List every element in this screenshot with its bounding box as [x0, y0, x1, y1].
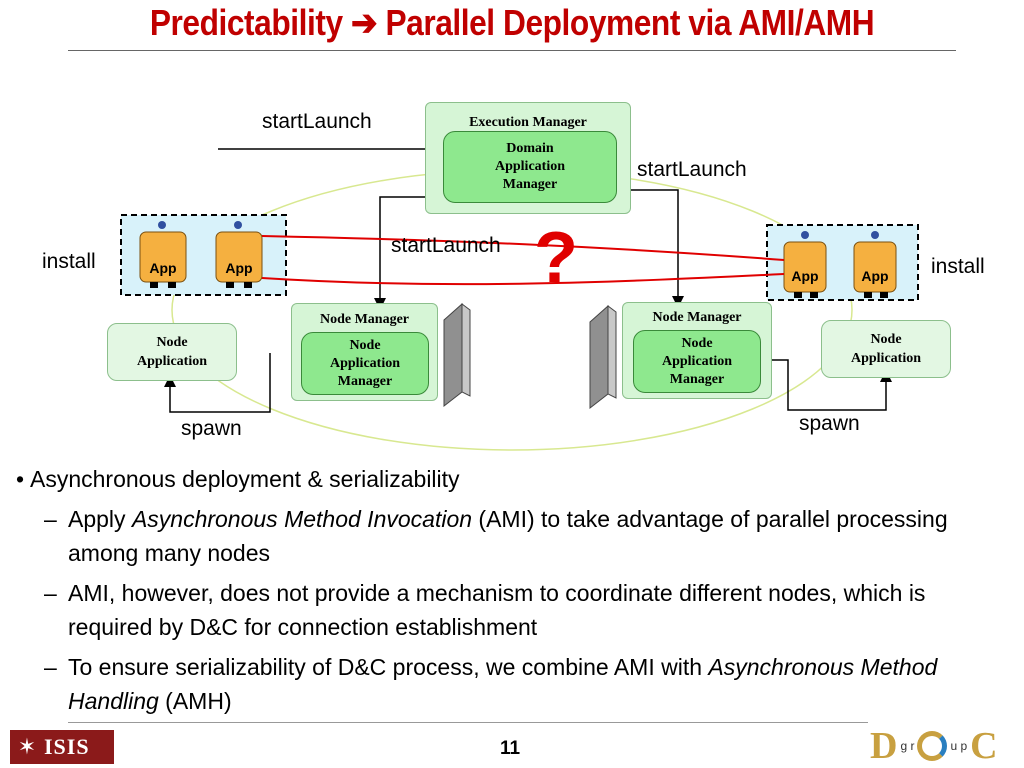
question-mark: ? — [534, 218, 578, 298]
spawn-left-line — [169, 353, 271, 413]
sub-bullet-text: To ensure serializability of D&C process… — [68, 654, 938, 714]
em-to-left-nm-arrow — [379, 196, 440, 298]
sub-bullet-item: – To ensure serializability of D&C proce… — [44, 650, 976, 718]
doc-group-logo: D g r u p C — [870, 724, 1020, 768]
app-blocks-right — [783, 231, 897, 298]
port-square — [150, 282, 158, 288]
node-application-right: Node Application — [821, 320, 951, 378]
sub-bullet-item: – Apply Asynchronous Method Invocation (… — [44, 502, 976, 570]
install-label-left: install — [42, 250, 96, 273]
app-label: App — [225, 260, 252, 276]
app-blocks-left — [139, 221, 263, 288]
app-label: App — [791, 268, 818, 284]
app-label: App — [149, 260, 176, 276]
spawn-label-right: spawn — [799, 412, 860, 435]
title-divider — [68, 50, 956, 51]
port-square — [244, 282, 252, 288]
start-launch-label-right: startLaunch — [637, 158, 747, 181]
port-square — [226, 282, 234, 288]
execution-manager-title: Execution Manager — [469, 115, 587, 130]
shield-icon: ✶ — [17, 734, 37, 759]
bullet-list: • Asynchronous deployment & serializabil… — [16, 462, 976, 718]
port-square — [864, 292, 872, 298]
doc-ring-icon — [917, 731, 948, 761]
port-circle — [234, 221, 242, 229]
node-application-manager-left: Node Application Manager — [301, 332, 429, 395]
footer-divider — [68, 722, 868, 723]
arrowhead-left-na — [164, 375, 176, 387]
port-circle — [158, 221, 166, 229]
server-rack-left — [443, 302, 471, 408]
page-number: 11 — [499, 738, 521, 759]
app-label: App — [861, 268, 888, 284]
node-application-left: Node Application — [107, 323, 237, 381]
bullet-text: Asynchronous deployment & serializabilit… — [30, 466, 460, 492]
doc-logo-c: C — [970, 725, 998, 767]
spawn-label-left: spawn — [181, 417, 242, 440]
app-block — [853, 241, 897, 293]
server-rack-right — [589, 304, 617, 410]
install-label-right: install — [931, 255, 985, 278]
slide-title: Predictability ➔ Parallel Deployment via… — [149, 2, 875, 43]
red-connection-bottom — [261, 273, 785, 286]
sub-bullet-text: Apply Asynchronous Method Invocation (AM… — [68, 506, 948, 566]
bullet-item: • Asynchronous deployment & serializabil… — [16, 462, 976, 496]
domain-application-manager: Domain Application Manager — [443, 131, 617, 203]
start-launch-label-mid: startLaunch — [391, 234, 501, 257]
node-manager-left-box: Node Manager Node Application Manager — [291, 303, 438, 401]
port-square — [810, 292, 818, 298]
node-application-manager-right: Node Application Manager — [633, 330, 761, 393]
port-square — [880, 292, 888, 298]
doc-logo-d: D — [870, 725, 898, 767]
node-manager-left-title: Node Manager — [319, 312, 410, 327]
red-connection-top — [261, 235, 785, 261]
deployment-diagram: App App App App — [120, 143, 919, 451]
port-circle — [801, 231, 809, 239]
doc-logo-small-2: u p — [950, 739, 968, 753]
isis-logo: ✶ ISIS — [10, 730, 114, 764]
sub-bullet-item: – AMI, however, does not provide a mecha… — [44, 576, 976, 644]
node-manager-right-box: Node Manager Node Application Manager — [622, 302, 772, 399]
app-block — [139, 231, 187, 283]
port-square — [168, 282, 176, 288]
port-circle — [871, 231, 879, 239]
app-block — [215, 231, 263, 283]
doc-logo-small-1: g r — [900, 739, 915, 753]
connector-lines — [169, 148, 887, 413]
app-block — [783, 241, 827, 293]
port-square — [794, 292, 802, 298]
node-manager-right-title: Node Manager — [652, 310, 742, 325]
start-launch-label-top: startLaunch — [262, 110, 372, 133]
em-to-right-nm-arrow — [630, 189, 679, 296]
execution-manager-box: Execution Manager Domain Application Man… — [425, 102, 631, 214]
sub-bullet-text: AMI, however, does not provide a mechani… — [68, 580, 926, 640]
spawn-right-line — [770, 359, 887, 411]
isis-logo-text: ISIS — [44, 734, 90, 759]
